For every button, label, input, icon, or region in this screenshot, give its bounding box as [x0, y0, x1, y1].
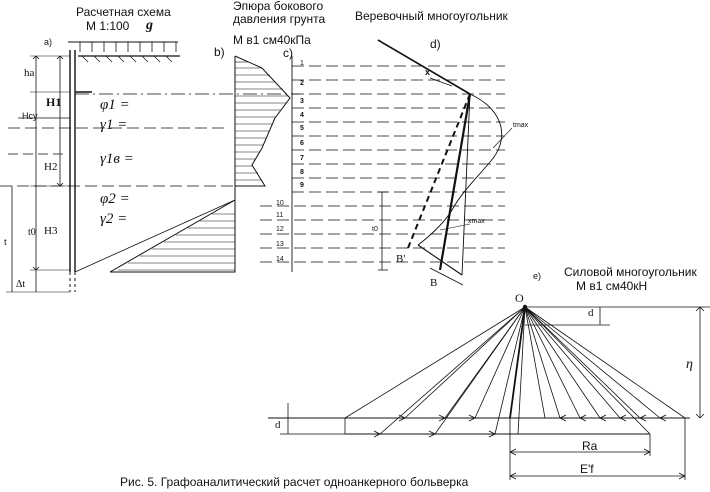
force-polygon	[268, 306, 710, 480]
label-xa: x	[425, 67, 431, 77]
scheme-title: Расчетная схема	[76, 5, 171, 19]
pressure-title-1: Эпюра бокового	[233, 0, 324, 13]
dim-H3: H3	[44, 225, 58, 237]
t0-dimension	[378, 191, 388, 271]
strip-number: 2	[300, 80, 304, 87]
dim-dt: Δt	[16, 279, 26, 290]
panel-b-tag: b)	[214, 45, 225, 59]
soil-phi2: φ2 =	[100, 191, 130, 207]
soil-phi1: φ1 =	[100, 97, 130, 113]
panel-e-tag: e)	[533, 271, 542, 281]
point-B: B	[430, 277, 438, 289]
strip-number: 12	[276, 226, 284, 233]
pressure-scale: М в1 см40кПа	[233, 33, 311, 47]
eta-label: η	[686, 357, 693, 372]
panel-a-tag: a)	[44, 37, 53, 47]
label-xmax: xmax	[468, 218, 485, 225]
ra-label: Ra	[582, 439, 598, 453]
strip-number: 14	[276, 256, 284, 263]
panel-d-tag: d)	[430, 37, 441, 51]
dim-Hcy: Hсу	[22, 111, 38, 121]
strip-number: 8	[300, 169, 304, 176]
strip-number: 4	[300, 112, 304, 119]
label-tmax: tmax	[513, 122, 529, 129]
scheme-scale: М 1:100	[86, 19, 130, 33]
division-strips	[260, 65, 505, 263]
soil-gamma1b: γ1в =	[100, 151, 134, 167]
soil-gamma2: γ2 =	[100, 211, 128, 227]
strip-number: 9	[300, 182, 304, 189]
load-label: g	[146, 18, 153, 33]
label-t0-d: t0	[372, 226, 378, 233]
strip-number: 7	[300, 155, 304, 162]
dim-H2: H2	[44, 161, 58, 173]
pole-label: O	[515, 291, 524, 305]
pressure-title-2: давления грунта	[233, 12, 326, 26]
force-title: Силовой многоугольник	[564, 265, 697, 279]
dim-ha: hа	[24, 67, 35, 79]
dim-t: t	[4, 237, 7, 248]
figure-caption: Рис. 5. Графоаналитический расчет одноан…	[120, 475, 469, 489]
dim-H1: H1	[46, 95, 62, 109]
design-scheme	[0, 41, 300, 293]
ef-label: E'f	[580, 462, 594, 476]
strip-number: 13	[276, 241, 284, 248]
dim-t0: t0	[28, 227, 36, 238]
force-scale: М в1 см40кН	[576, 279, 648, 293]
pressure-diagram	[109, 55, 291, 273]
strip-number: 3	[300, 98, 304, 105]
funicular-title: Веревочный многоугольник	[355, 9, 508, 23]
strip-number: 6	[300, 140, 304, 147]
strip-number: 11	[276, 212, 284, 219]
panel-c-tag: c)	[283, 46, 293, 60]
point-B-prime: B'	[396, 253, 406, 265]
funicular-polygon	[377, 39, 513, 286]
d-bottom: d	[275, 419, 281, 431]
d-top: d	[588, 307, 594, 319]
pole-point	[522, 304, 528, 310]
soil-gamma1: γ1 =	[100, 117, 128, 133]
strip-number: 5	[300, 125, 304, 132]
strip-number: 1	[300, 60, 304, 67]
strip-number: 10	[276, 200, 284, 207]
